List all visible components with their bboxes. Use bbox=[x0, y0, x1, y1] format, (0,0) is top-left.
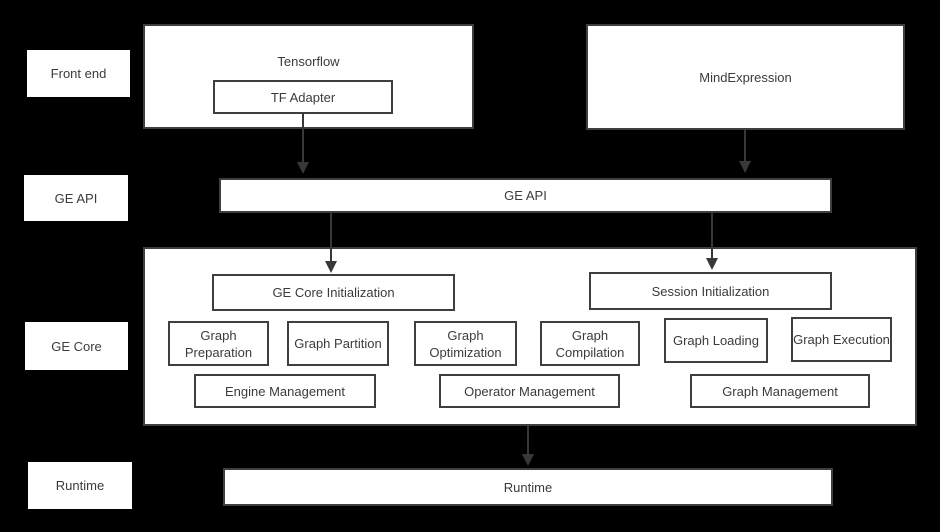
ge-core-container: GE Core Initialization Session Initializ… bbox=[143, 247, 917, 426]
arrow-ge-api-to-session-initialization bbox=[706, 213, 718, 270]
graph-preparation-box: Graph Preparation bbox=[168, 321, 269, 366]
tensorflow-label: Tensorflow bbox=[277, 54, 340, 69]
arrow-tf-adapter-to-ge-api bbox=[297, 113, 309, 174]
row-label-ge-core: GE Core bbox=[25, 322, 128, 370]
tf-adapter-box: TF Adapter bbox=[213, 80, 393, 114]
row-label-front-end: Front end bbox=[27, 50, 130, 97]
row-label-ge-api: GE API bbox=[24, 175, 128, 221]
session-initialization-box: Session Initialization bbox=[589, 272, 832, 310]
graph-compilation-box: Graph Compilation bbox=[540, 321, 640, 366]
arrow-ge-core-to-runtime bbox=[522, 426, 534, 466]
graph-partition-box: Graph Partition bbox=[287, 321, 389, 366]
arrow-mindexpression-to-ge-api bbox=[739, 130, 751, 173]
tensorflow-box: Tensorflow TF Adapter bbox=[143, 24, 474, 129]
arrow-ge-api-to-ge-core-initialization bbox=[325, 213, 337, 273]
runtime-bar: Runtime bbox=[223, 468, 833, 506]
ge-core-initialization-box: GE Core Initialization bbox=[212, 274, 455, 311]
graph-management-box: Graph Management bbox=[690, 374, 870, 408]
engine-management-box: Engine Management bbox=[194, 374, 376, 408]
operator-management-box: Operator Management bbox=[439, 374, 620, 408]
mindexpression-box: MindExpression bbox=[586, 24, 905, 130]
row-label-runtime: Runtime bbox=[28, 462, 132, 509]
graph-optimization-box: Graph Optimization bbox=[414, 321, 517, 366]
graph-loading-box: Graph Loading bbox=[664, 318, 768, 363]
graph-execution-box: Graph Execution bbox=[791, 317, 892, 362]
ge-api-bar: GE API bbox=[219, 178, 832, 213]
